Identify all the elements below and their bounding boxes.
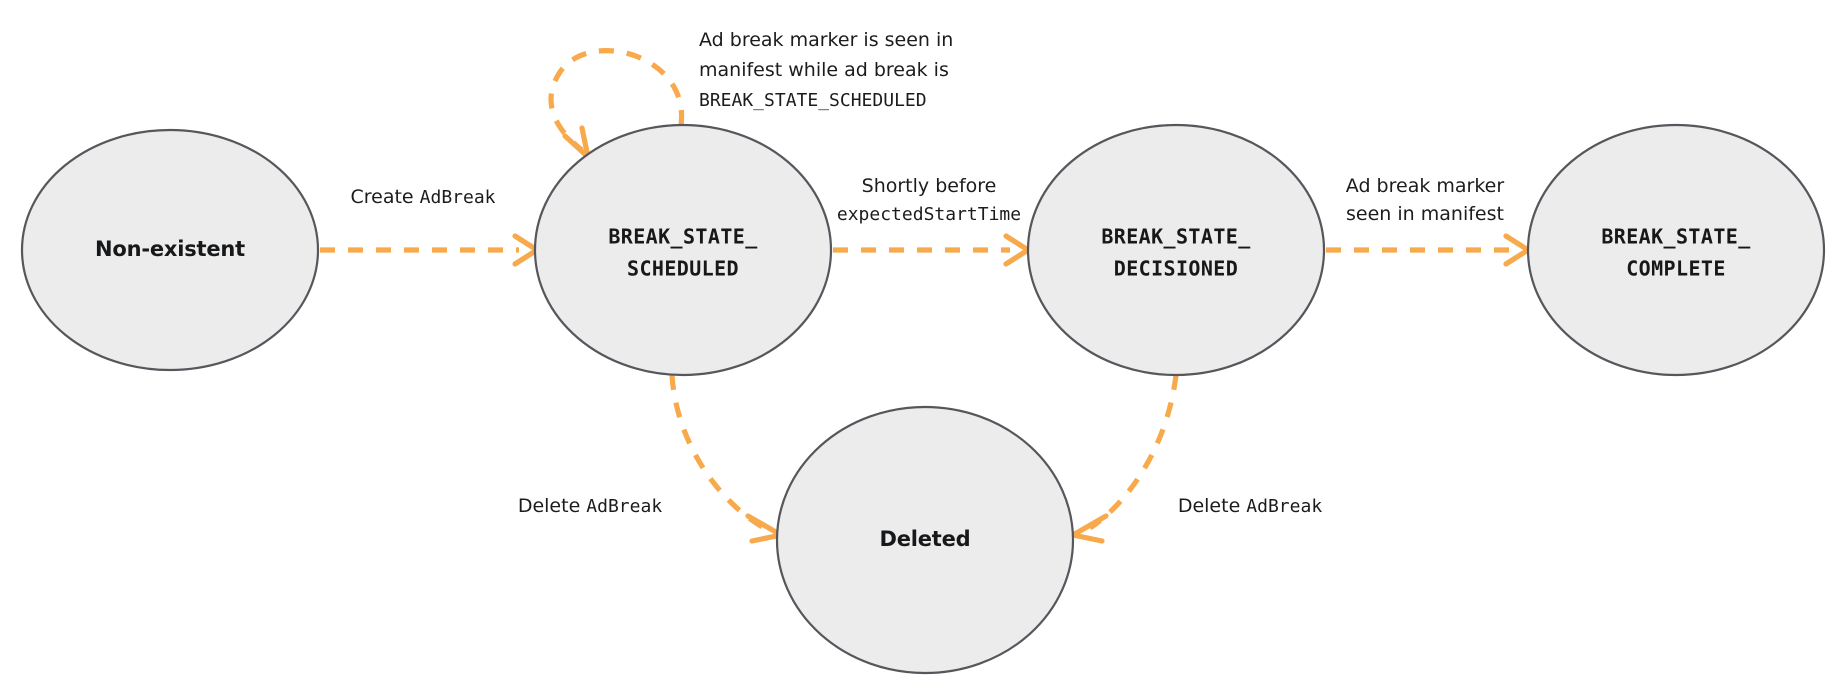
node-deleted-shape bbox=[775, 405, 1075, 675]
edge-delete-from-scheduled[interactable] bbox=[669, 374, 784, 544]
edge-delete-from-decisioned-arrowhead bbox=[1070, 513, 1109, 544]
edge-delete-from-scheduled-path bbox=[669, 374, 766, 531]
edge-label-marker-seen: Ad break marker seen in manifest bbox=[1346, 175, 1505, 225]
node-break-state-decisioned-shape bbox=[1026, 123, 1326, 377]
node-non-existent-label: Non-existent bbox=[95, 237, 245, 261]
edge-label-scheduled-self-loop: Ad break marker is seen in manifest while… bbox=[699, 29, 953, 111]
edge-label-marker-seen-run-1: seen in manifest bbox=[1346, 203, 1504, 225]
edge-label-scheduled-self-loop-run-0: Ad break marker is seen in bbox=[699, 29, 953, 51]
edge-label-scheduled-self-loop-run-1: manifest while ad break is bbox=[699, 59, 949, 81]
edge-label-create-adbreak-run-1: AdBreak bbox=[420, 187, 496, 208]
edge-label-create-adbreak-run-0: Create bbox=[350, 186, 419, 208]
edge-label-delete-from-scheduled-run-0: Delete bbox=[518, 495, 586, 517]
edge-label-shortly-before-run-0: Shortly before bbox=[862, 175, 997, 197]
edge-scheduled-self-loop-path bbox=[548, 48, 685, 153]
node-break-state-complete-label-line2: COMPLETE bbox=[1626, 257, 1726, 281]
edge-label-delete-from-decisioned-run-0: Delete bbox=[1178, 495, 1246, 517]
node-break-state-complete[interactable]: BREAK_STATE_ COMPLETE bbox=[1526, 123, 1826, 377]
edge-marker-seen-arrowhead bbox=[1503, 233, 1531, 267]
edge-delete-from-decisioned[interactable] bbox=[1070, 374, 1179, 544]
edges-layer bbox=[320, 48, 1531, 544]
edge-label-shortly-before-run-1: expectedStartTime bbox=[837, 204, 1021, 225]
node-non-existent-shape bbox=[20, 128, 320, 372]
edge-label-delete-from-decisioned-run-1: AdBreak bbox=[1246, 496, 1322, 517]
node-deleted-label: Deleted bbox=[879, 527, 970, 551]
node-break-state-scheduled[interactable]: BREAK_STATE_ SCHEDULED bbox=[533, 123, 833, 377]
edge-label-scheduled-self-loop-run-2: BREAK_STATE_SCHEDULED bbox=[699, 90, 927, 111]
node-break-state-decisioned[interactable]: BREAK_STATE_ DECISIONED bbox=[1026, 123, 1326, 377]
edge-label-marker-seen-run-0: Ad break marker bbox=[1346, 175, 1505, 197]
node-break-state-complete-shape bbox=[1526, 123, 1826, 377]
node-break-state-scheduled-shape bbox=[533, 123, 833, 377]
edge-labels-layer: Create AdBreak Shortly before expectedSta… bbox=[350, 29, 1504, 517]
node-break-state-complete-label-line1: BREAK_STATE_ bbox=[1601, 225, 1751, 249]
node-deleted[interactable]: Deleted bbox=[775, 405, 1075, 675]
edge-label-create-adbreak: Create AdBreak bbox=[350, 186, 495, 208]
edge-label-delete-from-scheduled-run-1: AdBreak bbox=[586, 496, 662, 517]
edge-label-delete-from-decisioned: Delete AdBreak bbox=[1178, 495, 1322, 517]
edge-shortly-before[interactable] bbox=[833, 233, 1031, 267]
node-break-state-scheduled-label-line1: BREAK_STATE_ bbox=[608, 225, 758, 249]
edge-label-delete-from-scheduled: Delete AdBreak bbox=[518, 495, 662, 517]
edge-marker-seen[interactable] bbox=[1326, 233, 1531, 267]
node-break-state-decisioned-label-line1: BREAK_STATE_ bbox=[1101, 225, 1251, 249]
edge-delete-from-decisioned-path bbox=[1088, 374, 1179, 531]
node-break-state-decisioned-label-line2: DECISIONED bbox=[1114, 257, 1238, 281]
edge-create-adbreak[interactable] bbox=[320, 233, 540, 267]
node-break-state-scheduled-label-line2: SCHEDULED bbox=[627, 257, 739, 281]
edge-label-shortly-before: Shortly before expectedStartTime bbox=[837, 175, 1021, 225]
nodes-layer: Non-existent BREAK_STATE_ SCHEDULED BREA… bbox=[20, 123, 1826, 675]
node-non-existent[interactable]: Non-existent bbox=[20, 128, 320, 372]
